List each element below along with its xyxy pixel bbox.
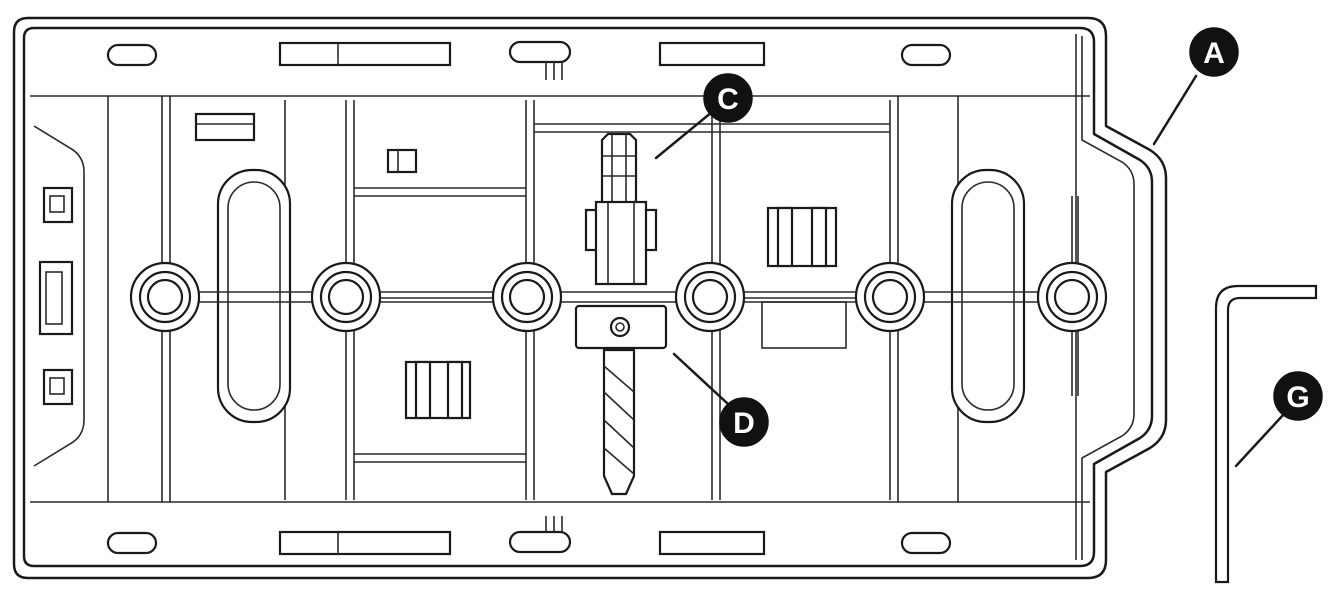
- callout-c-label: C: [717, 83, 739, 116]
- panel-clips: [194, 112, 838, 420]
- leader-lines: [654, 74, 1286, 468]
- bushing: [854, 261, 926, 333]
- callout-a-label: A: [1203, 37, 1225, 70]
- bushing: [674, 261, 746, 333]
- top-rail: [106, 40, 952, 80]
- callout-g-label: G: [1286, 381, 1309, 414]
- stop-collar: [574, 304, 668, 350]
- callout-a: A: [1189, 27, 1239, 77]
- bushing: [1036, 261, 1108, 333]
- drill-bit: [584, 132, 658, 496]
- callout-d-label: D: [733, 407, 755, 440]
- left-end-clips: [33, 125, 85, 467]
- callout-d: D: [719, 397, 769, 447]
- bottom-rail: [106, 516, 952, 556]
- oblong-windows: [216, 168, 1026, 424]
- callout-c: C: [703, 73, 753, 123]
- bushing: [310, 261, 382, 333]
- hex-key: [1214, 284, 1318, 584]
- callout-g: G: [1273, 371, 1323, 421]
- bushing: [129, 261, 201, 333]
- drill-guide-bushings: [129, 261, 1108, 333]
- bushing: [491, 261, 563, 333]
